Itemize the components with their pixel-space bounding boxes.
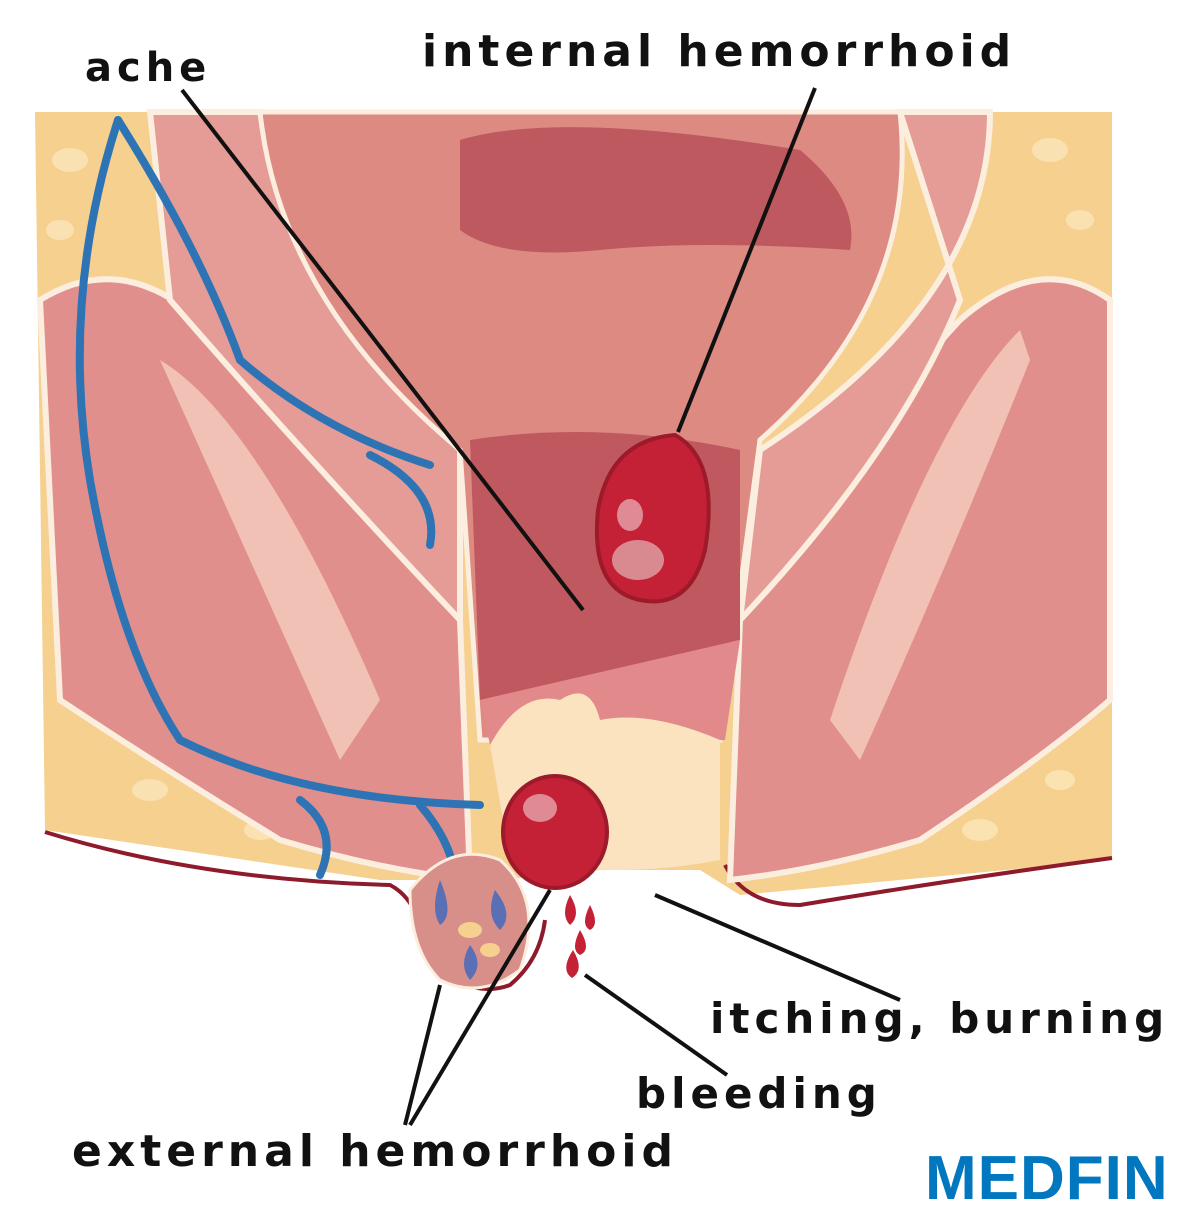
muscle-right <box>726 109 1113 884</box>
veins <box>75 116 484 879</box>
label-itching-burning: itching, burning <box>710 994 1170 1043</box>
external-hemorrhoid-cluster <box>408 852 531 990</box>
label-external-hemorrhoid: external hemorrhoid <box>72 1126 678 1177</box>
leader-lines <box>180 87 901 1127</box>
external-hemorrhoid-shape <box>501 774 609 890</box>
label-internal-hemorrhoid: internal hemorrhoid <box>422 26 1017 77</box>
internal-hemorrhoid-shape <box>595 432 711 604</box>
medfin-logo: MEDFIN <box>925 1144 1169 1213</box>
label-ache: ache <box>85 45 212 91</box>
skin-line-right <box>723 856 1113 908</box>
label-bleeding: bleeding <box>636 1069 882 1118</box>
blood-drops <box>565 895 595 978</box>
